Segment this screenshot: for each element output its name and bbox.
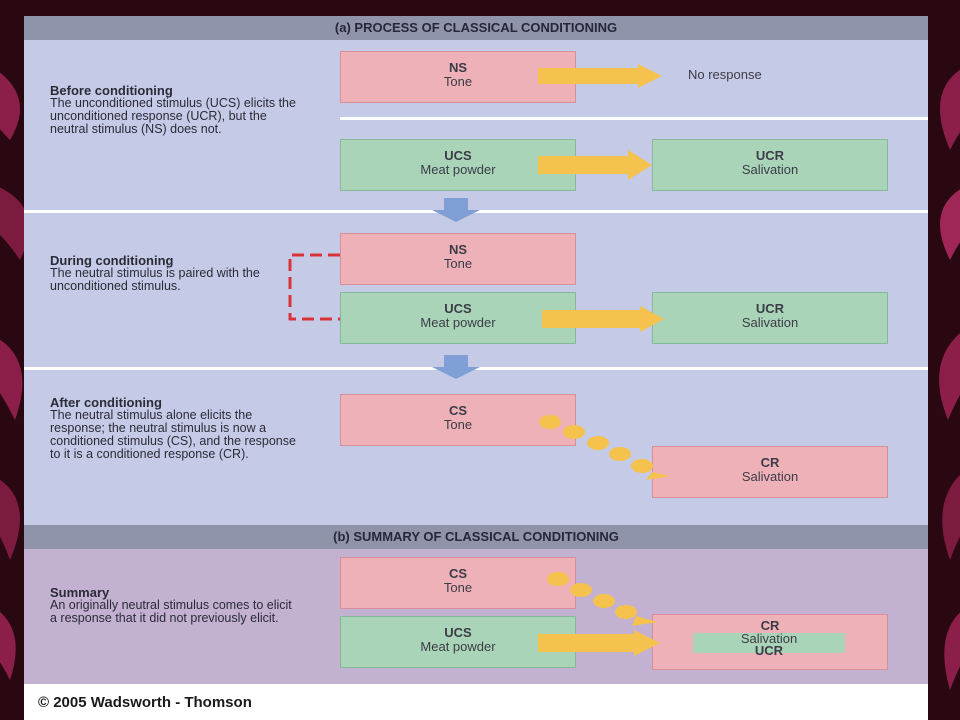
copyright-text: © 2005 Wadsworth - Thomson: [38, 694, 252, 711]
ucr-label: Salivation: [741, 162, 799, 177]
arrows-overlay: [288, 64, 670, 656]
after-text: The neutral stimulus alone elicits the r…: [50, 408, 296, 461]
ns-abbr: NS: [448, 242, 468, 257]
summary-cs-box: CS Tone: [340, 557, 576, 609]
before-ns-box: NS Tone: [340, 51, 576, 103]
summary-text: An originally neutral stimulus comes to …: [50, 598, 292, 625]
dotted-arrow-cs-to-cr: [539, 415, 670, 480]
ns-abbr: NS: [448, 60, 468, 75]
before-description: Before conditioning The unconditioned st…: [50, 84, 300, 136]
during-ucs-box: UCS Meat powder: [340, 292, 576, 344]
ucs-abbr: UCS: [444, 148, 472, 163]
before-text: The unconditioned stimulus (UCS) elicits…: [50, 96, 296, 136]
during-text: The neutral stimulus is paired with the …: [50, 266, 260, 293]
ns-label: Tone: [443, 74, 473, 89]
arrow-ucs-to-ucr: [538, 150, 652, 180]
arrow-ucs-to-ucr-during: [542, 306, 664, 332]
during-ns-box: NS Tone: [340, 233, 576, 285]
before-ucr-box: UCR Salivation: [652, 139, 888, 191]
arrow-summary-ucs-to-cr: [538, 630, 660, 656]
dotted-arrow-summary-cs-to-cr: [547, 572, 658, 626]
during-ucr-box: UCR Salivation: [652, 292, 888, 344]
pairing-bracket: [288, 253, 340, 321]
summary-ucs-box: UCS Meat powder: [340, 616, 576, 668]
summary-description: Summary An originally neutral stimulus c…: [50, 586, 300, 625]
cr-label: Salivation: [741, 469, 799, 484]
cs-abbr: CS: [448, 566, 468, 581]
cs-label: Tone: [443, 580, 473, 595]
ucr-abbr: UCR: [754, 643, 784, 658]
summary-cr-box: CR Salivation UCR: [652, 614, 888, 670]
before-title: Before conditioning: [50, 83, 173, 98]
footer-bar: [24, 684, 928, 720]
diagram-panel: (a) PROCESS OF CLASSICAL CONDITIONING Be…: [24, 16, 928, 720]
cr-label: Salivation: [740, 631, 798, 646]
section-a-header: (a) PROCESS OF CLASSICAL CONDITIONING: [24, 16, 928, 40]
no-response-label: No response: [688, 67, 762, 82]
before-ucs-box: UCS Meat powder: [340, 139, 576, 191]
ns-label: Tone: [443, 256, 473, 271]
ucs-abbr: UCS: [444, 301, 472, 316]
during-title: During conditioning: [50, 253, 174, 268]
summary-title: Summary: [50, 585, 110, 600]
row-divider: [340, 117, 928, 120]
arrow-ns-to-no-response: [538, 64, 662, 88]
transition-arrow-2: [432, 355, 480, 379]
section-b-header: (b) SUMMARY OF CLASSICAL CONDITIONING: [24, 525, 928, 549]
cs-abbr: CS: [448, 403, 468, 418]
during-description: During conditioning The neutral stimulus…: [50, 254, 300, 293]
cr-abbr: CR: [760, 618, 780, 633]
ucr-label: Salivation: [741, 315, 799, 330]
after-cr-box: CR Salivation: [652, 446, 888, 498]
ucr-abbr: UCR: [755, 301, 785, 316]
ucs-label: Meat powder: [420, 639, 496, 654]
after-title: After conditioning: [50, 395, 162, 410]
ucs-label: Meat powder: [420, 162, 496, 177]
cr-abbr: CR: [760, 455, 780, 470]
ucs-label: Meat powder: [420, 315, 496, 330]
cr-ucr-inner-box: Salivation UCR: [693, 631, 845, 657]
ucs-abbr: UCS: [444, 625, 472, 640]
cs-label: Tone: [443, 417, 473, 432]
transition-arrow-1: [432, 198, 480, 222]
after-cs-box: CS Tone: [340, 394, 576, 446]
after-description: After conditioning The neutral stimulus …: [50, 396, 300, 461]
ucr-abbr: UCR: [755, 148, 785, 163]
